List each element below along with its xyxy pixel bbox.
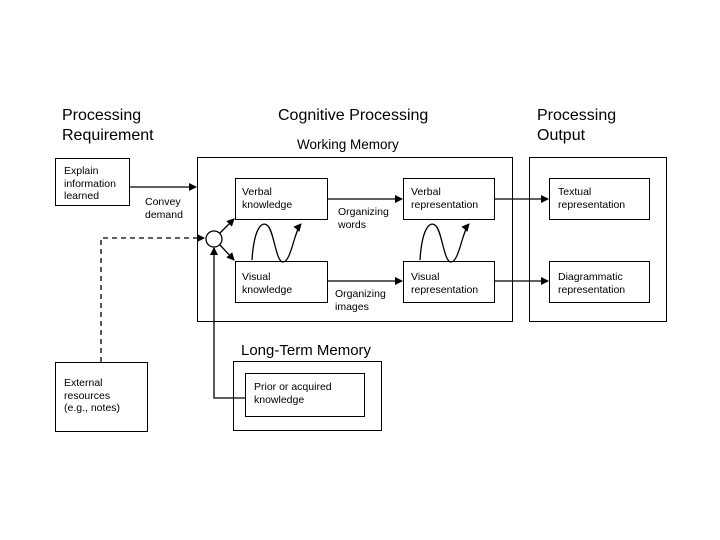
explain-information-node: Explain information learned [55, 158, 130, 206]
working-memory-label: Working Memory [297, 137, 399, 152]
diagrammatic-representation-node: Diagrammatic representation [549, 261, 650, 303]
prior-knowledge-node: Prior or acquired knowledge [245, 373, 365, 417]
visual-knowledge-label: Visual knowledge [242, 271, 293, 296]
organizing-images-label: Organizing images [335, 288, 386, 313]
diagrammatic-representation-label: Diagrammatic representation [558, 271, 626, 296]
visual-knowledge-node: Visual knowledge [235, 261, 328, 303]
long-term-memory-heading: Long-Term Memory [241, 342, 372, 359]
verbal-representation-label: Verbal representation [411, 186, 479, 211]
external-resources-label: External resources (e.g., notes) [64, 377, 121, 414]
visual-representation-node: Visual representation [403, 261, 495, 303]
textual-representation-label: Textual representation [558, 186, 626, 211]
organizing-words-label: Organizing words [338, 206, 389, 231]
verbal-knowledge-node: Verbal knowledge [235, 178, 328, 220]
external-resources-node: External resources (e.g., notes) [55, 362, 148, 432]
explain-information-label: Explain information learned [64, 165, 116, 202]
convey-demand-label: Convey demand [145, 196, 183, 221]
visual-representation-label: Visual representation [411, 271, 479, 296]
prior-knowledge-label: Prior or acquired knowledge [254, 381, 332, 406]
processing-requirement-heading: Processing Requirement [62, 107, 154, 144]
textual-representation-node: Textual representation [549, 178, 650, 220]
verbal-knowledge-label: Verbal knowledge [242, 186, 293, 211]
external-resources-dashed-arrow [100, 234, 205, 362]
processing-output-heading: Processing Output [537, 107, 617, 144]
cognitive-processing-heading: Cognitive Processing [278, 107, 429, 124]
verbal-representation-node: Verbal representation [403, 178, 495, 220]
